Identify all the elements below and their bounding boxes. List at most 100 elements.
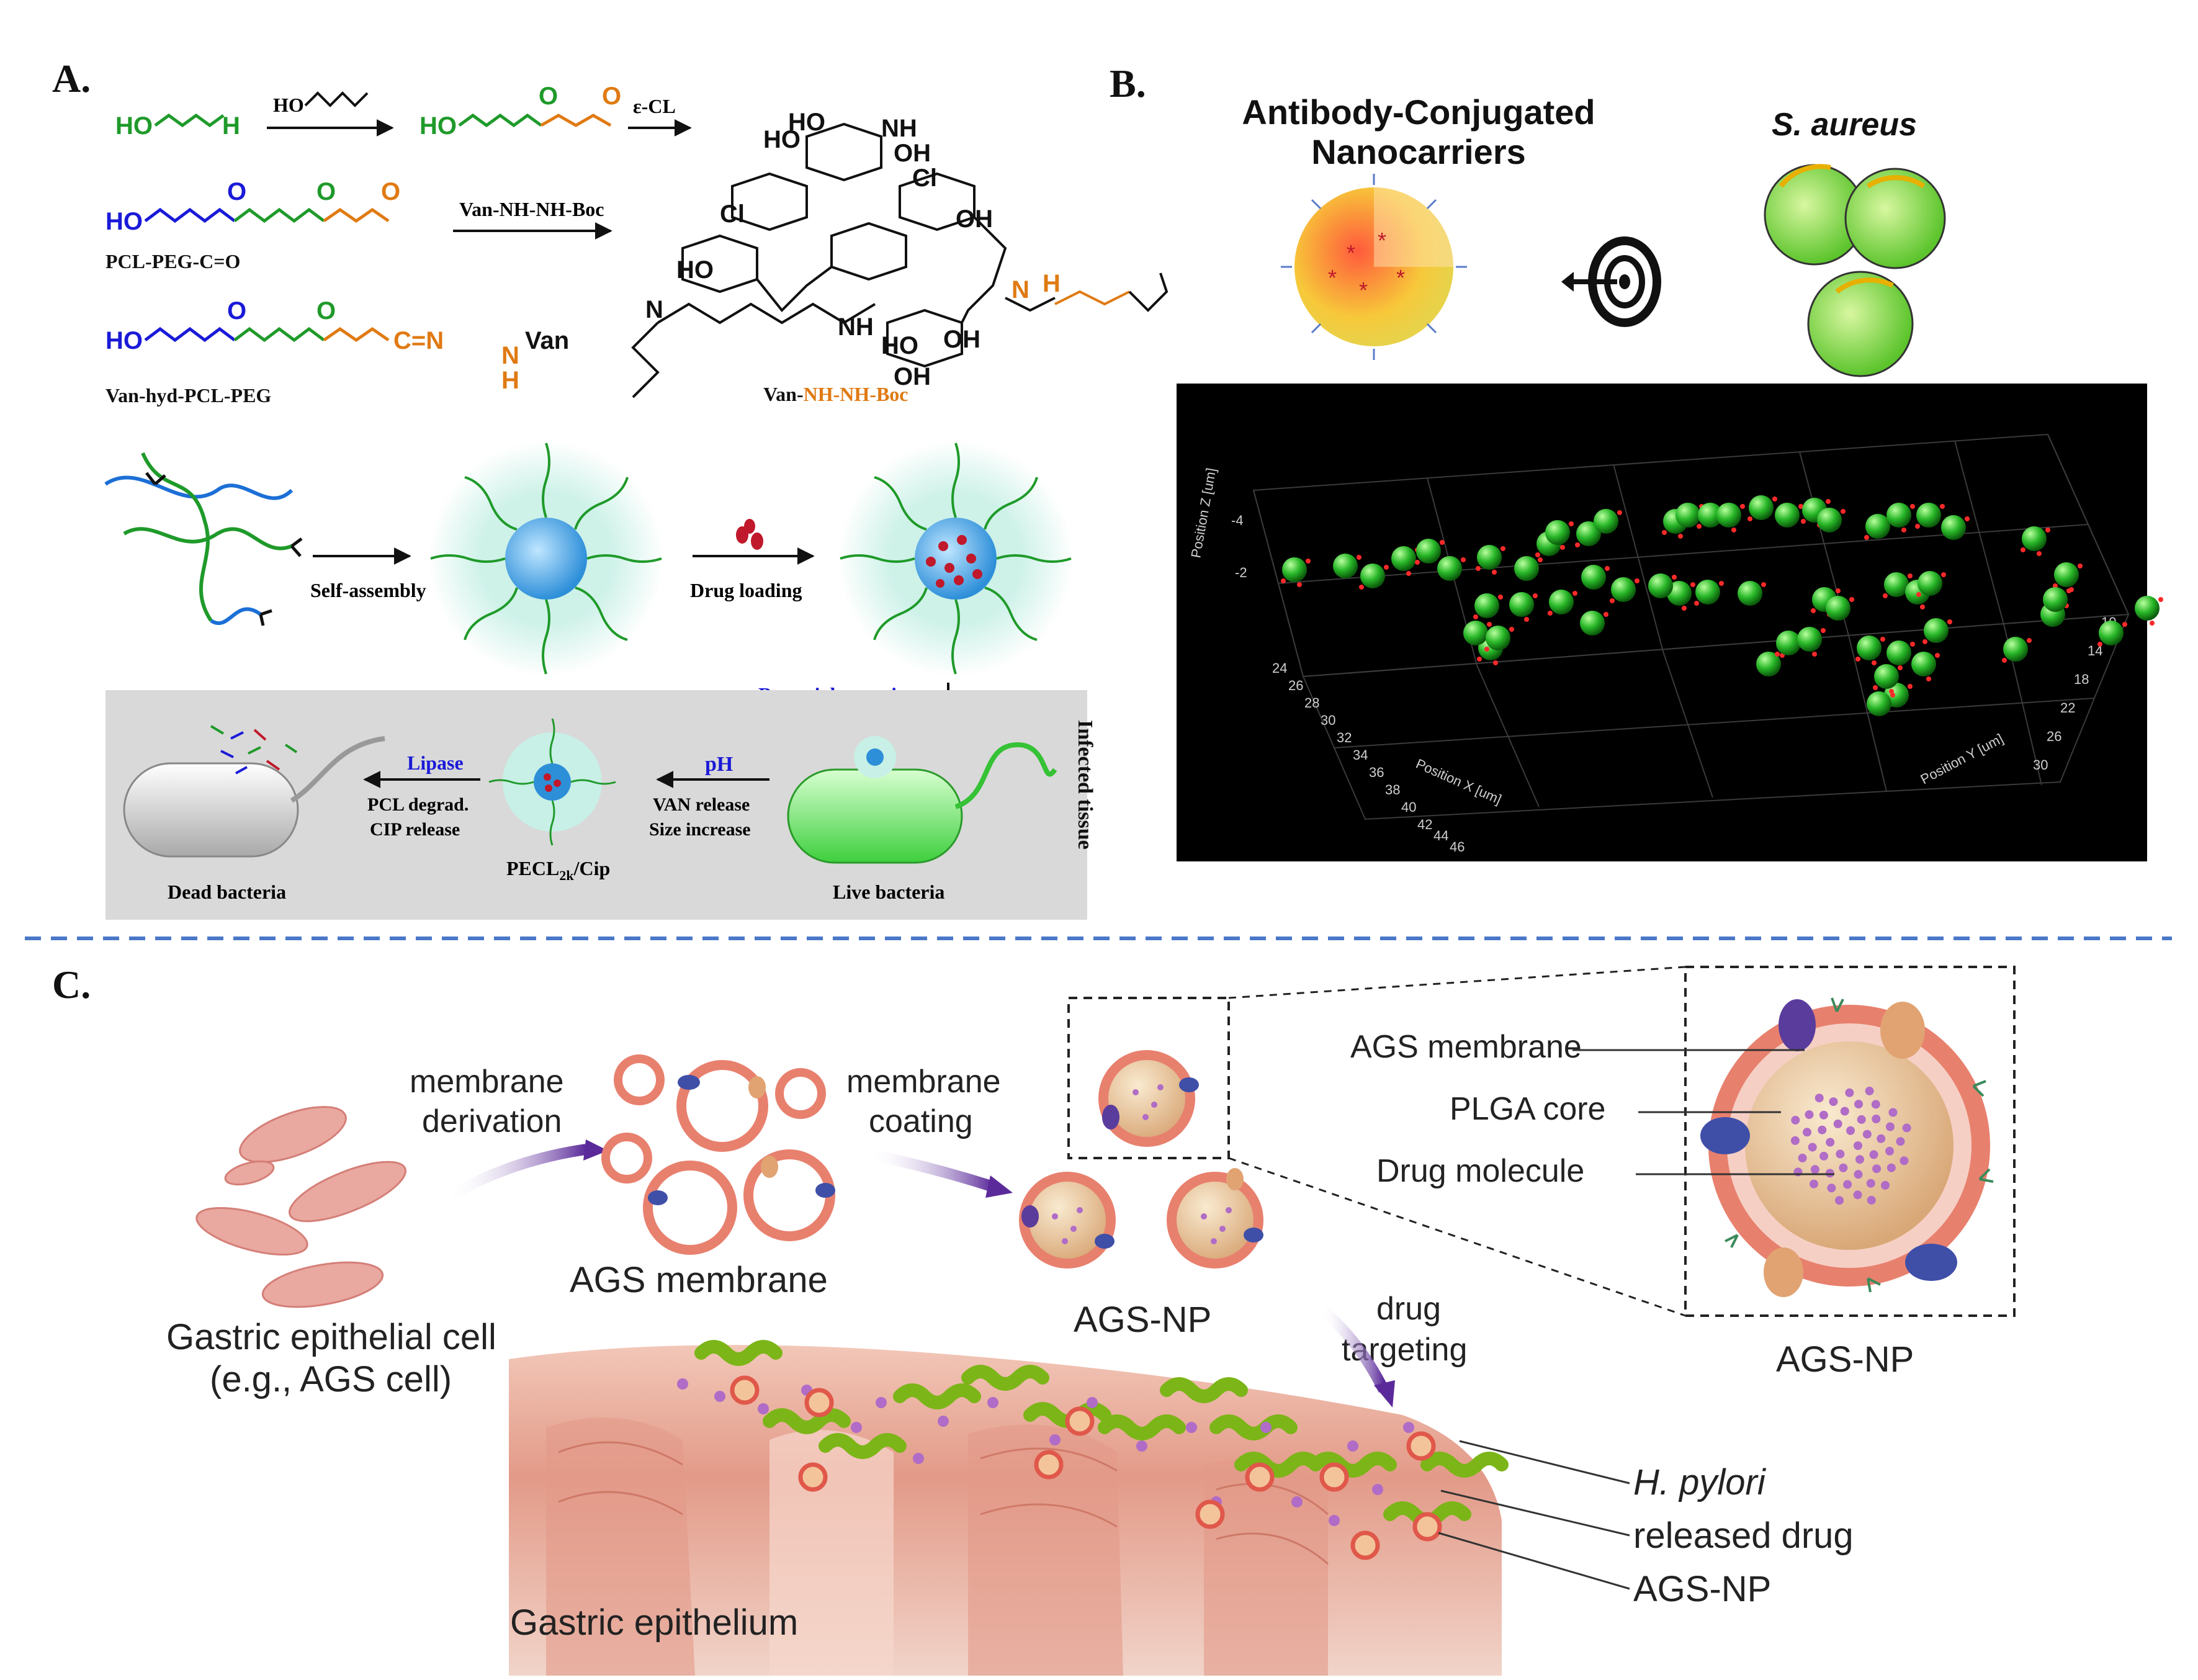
s-aureus-label: S. aureus (1772, 107, 1917, 143)
derivation-arrow (444, 1144, 587, 1203)
van-release-label: VAN release (653, 794, 750, 815)
svg-text:44: 44 (1433, 828, 1448, 843)
svg-text:*: * (1359, 277, 1368, 303)
dead-bacterium (123, 725, 385, 858)
polymer-chains (104, 452, 303, 626)
svg-text:H: H (501, 367, 519, 394)
h-pylori-cells (694, 1340, 1509, 1527)
plot-x-ticks: 24 26 28 30 32 34 36 38 40 42 44 46 (1272, 660, 1465, 855)
svg-text:HO: HO (763, 126, 801, 153)
svg-text:46: 46 (1450, 839, 1465, 855)
svg-text:HO: HO (105, 208, 143, 235)
ags-np-small-label: AGS-NP (1633, 1569, 1771, 1609)
s-aureus-cells (1764, 164, 1946, 377)
lipase-label: Lipase (407, 752, 464, 774)
svg-text:OH: OH (894, 363, 931, 390)
pcl-peg-co-structure: HO O O O (105, 178, 400, 235)
pecl-cip-label: PECL2k/Cip (506, 857, 610, 883)
membrane-derivation-2: derivation (422, 1103, 562, 1139)
cip-release-label: CIP release (370, 819, 460, 840)
panel-a: A. HO H HO HO O O ε-CL HO O O O (52, 56, 1169, 920)
ags-membrane-label: AGS membrane (570, 1260, 828, 1300)
ph-label: pH (705, 753, 733, 776)
panel-c-letter: C. (52, 963, 91, 1007)
svg-text:OH: OH (956, 205, 993, 233)
released-drug-callout (1440, 1489, 1630, 1537)
van-hyd-pcl-peg-label: Van-hyd-PCL-PEG (105, 384, 271, 407)
svg-text:HO: HO (676, 256, 714, 284)
zoom-line-bottom (1228, 1157, 1686, 1317)
micelle-empty (428, 441, 664, 676)
svg-text:HO: HO (419, 112, 457, 140)
released-drug-label: released drug (1633, 1516, 1854, 1556)
gastric-cell-label-2: (e.g., AGS cell) (210, 1359, 452, 1399)
svg-text:HO: HO (881, 332, 918, 359)
ags-np-zoom (1700, 997, 1994, 1297)
svg-text:Cl: Cl (720, 200, 745, 228)
dead-bacteria-label: Dead bacteria (168, 881, 286, 903)
reagent-ecl-label: ε-CL (633, 95, 676, 117)
svg-text:N: N (645, 296, 663, 323)
ags-np-label: AGS-NP (1074, 1300, 1211, 1340)
vancomycin-structure (631, 122, 1056, 398)
h-pylori-label: H. pylori (1633, 1462, 1767, 1503)
peg-diol-structure: HO H (115, 112, 240, 140)
membrane-coating-2: coating (869, 1103, 973, 1139)
svg-text:O: O (602, 83, 621, 110)
micelle-loaded (838, 441, 1074, 676)
svg-text:N: N (501, 342, 519, 369)
svg-text:30: 30 (2033, 757, 2048, 773)
svg-text:*: * (1347, 240, 1355, 266)
pcl-peg-co-label: PCL-PEG-C=O (105, 250, 240, 272)
membrane-derivation-1: membrane (410, 1064, 564, 1100)
panel-c: C. Gastric epithelial cell (e.g., AGS ce… (52, 963, 2016, 1676)
size-increase-label: Size increase (649, 819, 751, 840)
svg-text:30: 30 (1321, 712, 1335, 728)
svg-text:OH: OH (894, 140, 931, 167)
svg-text:O: O (316, 297, 336, 325)
van-boc-label: Van-NH-NH-Boc (763, 383, 908, 405)
svg-text:HO: HO (105, 327, 143, 354)
svg-text:O: O (316, 178, 336, 205)
drug-loading-drops (736, 519, 763, 550)
peg-keto-structure: HO O O (419, 83, 621, 140)
svg-text:28: 28 (1304, 695, 1319, 711)
panel-b-letter: B. (1110, 61, 1146, 106)
live-bacteria-label: Live bacteria (833, 881, 944, 903)
svg-text:38: 38 (1385, 782, 1400, 797)
svg-text:*: * (1396, 265, 1405, 290)
svg-text:Cl: Cl (912, 164, 937, 192)
ags-np-group (1019, 1050, 1263, 1269)
svg-text:H: H (222, 112, 240, 140)
svg-text:24: 24 (1272, 660, 1287, 676)
panel-a-letter: A. (52, 56, 91, 101)
van-hyd-pcl-peg-structure: HO O O C=N N H (105, 297, 519, 394)
svg-text:32: 32 (1337, 730, 1352, 745)
nanocarrier-icon: *** ** (1281, 174, 1467, 360)
live-bacterium (787, 736, 1057, 864)
nanocarrier-line1: Antibody-Conjugated (1242, 92, 1595, 132)
svg-text:NH: NH (838, 313, 874, 341)
svg-text:HO: HO (788, 109, 825, 136)
svg-text:40: 40 (1401, 799, 1416, 815)
callout-drug-label: Drug molecule (1376, 1153, 1584, 1189)
svg-text:NH: NH (881, 115, 917, 142)
svg-text:36: 36 (1369, 765, 1384, 780)
membrane-vesicles (601, 1054, 835, 1255)
svg-text:H: H (1043, 270, 1061, 297)
reagent-van-label: Van-NH-NH-Boc (459, 198, 604, 220)
svg-text:O: O (539, 83, 558, 110)
drug-targeting-1: drug (1376, 1291, 1441, 1327)
svg-text:HO: HO (115, 112, 153, 140)
target-icon (1561, 236, 1661, 327)
callout-core-label: PLGA core (1450, 1091, 1605, 1127)
gastric-cell-label-1: Gastric epithelial cell (166, 1317, 496, 1357)
svg-text:-2: -2 (1235, 565, 1247, 580)
svg-text:O: O (227, 297, 246, 325)
infected-tissue-label: Infected tissue (1074, 720, 1097, 850)
gastric-epithelium-label: Gastric epithelium (510, 1602, 798, 1643)
drug-loading-label: Drug loading (690, 579, 802, 601)
svg-text:22: 22 (2060, 700, 2075, 716)
zoom-large-box (1684, 966, 2016, 1317)
